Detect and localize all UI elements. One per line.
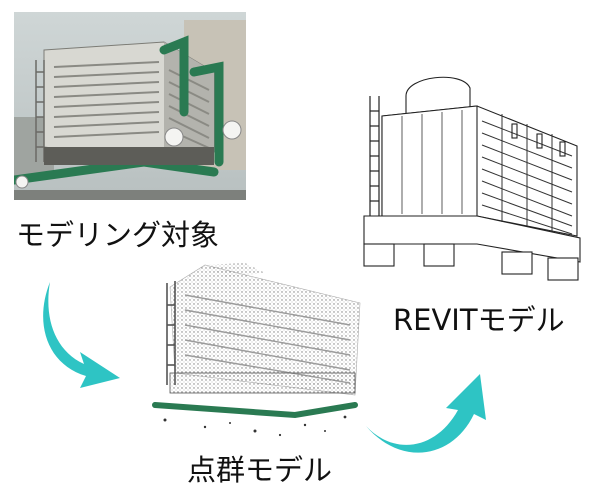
label-revit-model: REVITモデル [393, 303, 565, 337]
point-cloud-image [145, 255, 370, 440]
curved-arrow-up-icon [366, 370, 498, 454]
cooling-tower-photo [14, 12, 246, 200]
revit-model-drawing [352, 66, 584, 292]
curved-arrow-down-icon [40, 282, 122, 394]
label-point-cloud-model: 点群モデル [187, 453, 333, 487]
label-modeling-target: モデリング対象 [16, 218, 220, 252]
